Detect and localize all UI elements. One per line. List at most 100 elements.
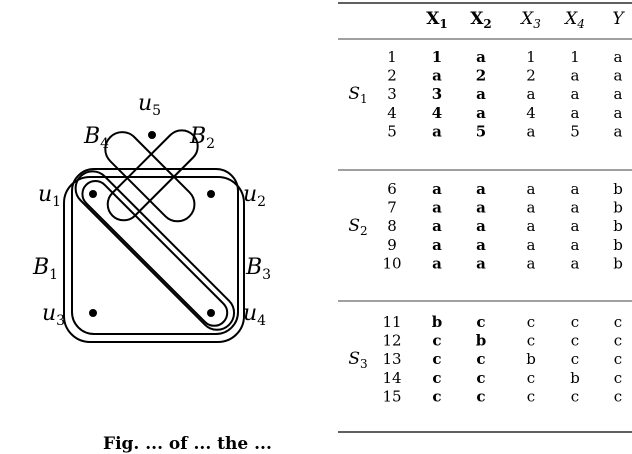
table-cell: c (614, 369, 622, 387)
group-label: S3 (348, 349, 367, 371)
table-cell: a (527, 122, 536, 140)
hyperedge-label-b2: B2 (189, 124, 215, 152)
table-cell: b (570, 369, 580, 387)
column-header-sub: 4 (576, 17, 585, 31)
vertex-dot-u3 (89, 309, 97, 317)
table-cell: a (527, 180, 536, 198)
hyperedge-diagonal-outer (74, 170, 236, 331)
table-cell: a (571, 104, 580, 122)
column-header: X1 (426, 9, 448, 31)
table-cell: c (432, 387, 441, 405)
hyperedge-b2-outline (104, 131, 196, 223)
table-cell: 2 (526, 67, 536, 85)
row-id: 3 (387, 85, 397, 103)
column-header-name: Y (612, 9, 625, 29)
table-cell: 4 (432, 104, 442, 122)
row-id: 2 (387, 67, 397, 85)
table-cell: c (432, 369, 441, 387)
column-header: Y (612, 9, 625, 29)
vertex-dot-u5 (148, 131, 156, 139)
group-label-name: S (348, 84, 360, 104)
group-label: S2 (348, 216, 367, 238)
hyperedge-label-b3: B3 (245, 255, 271, 283)
column-header-name: X (426, 9, 440, 29)
column-header-name: X (519, 9, 534, 29)
vertex-dot-u4 (207, 309, 215, 317)
table-cell: a (476, 180, 486, 198)
table-cell: c (527, 332, 535, 350)
table-cell: a (432, 254, 442, 272)
column-header-sub: 1 (439, 17, 447, 31)
vertex-dot-u1 (89, 190, 97, 198)
row-id: 9 (387, 236, 397, 254)
hyperedge-diagonal-inner (81, 180, 229, 327)
table-cell: c (571, 387, 579, 405)
table-cell: a (476, 254, 486, 272)
table-cell: a (476, 217, 486, 235)
table-cell: a (432, 217, 442, 235)
figure-caption: Fig. ... of ... the ... (103, 434, 272, 454)
table-cell: 1 (570, 48, 580, 66)
table-cell: c (476, 387, 485, 405)
table-cell: a (614, 67, 623, 85)
table-cell: a (527, 85, 536, 103)
column-header-sub: 3 (533, 17, 541, 31)
table-cell: c (527, 369, 535, 387)
row-id: 5 (387, 122, 397, 140)
table-cell: c (571, 350, 579, 368)
table-cell: a (571, 199, 580, 217)
row-id: 11 (382, 313, 401, 331)
table-cell: a (432, 67, 442, 85)
table-cell: 1 (432, 48, 442, 66)
vertex-label-u3: u3 (42, 301, 65, 329)
table-cell: a (527, 254, 536, 272)
row-id: 13 (382, 350, 401, 368)
table-cell: c (527, 313, 535, 331)
row-id: 8 (387, 217, 397, 235)
table-cell: a (476, 104, 486, 122)
table-cell: a (432, 199, 442, 217)
table-cell: c (571, 313, 579, 331)
group-label: S1 (348, 84, 367, 106)
table-cell: c (571, 332, 579, 350)
row-id: 6 (387, 180, 397, 198)
group-label-sub: 1 (360, 92, 368, 106)
hyperedge-label-b4: B4 (83, 124, 109, 152)
row-id: 1 (387, 48, 397, 66)
table-cell: a (476, 48, 486, 66)
table-cell: 2 (476, 67, 486, 85)
table-cell: 4 (526, 104, 536, 122)
table-cell: c (432, 332, 441, 350)
table-cell: a (527, 236, 536, 254)
group-label-name: S (348, 349, 360, 369)
hyperedge-b4-outline (106, 129, 199, 222)
table-cell: c (432, 350, 441, 368)
vertex-label-u2: u2 (243, 182, 266, 210)
table-cell: 5 (476, 122, 486, 140)
table-cell: c (614, 313, 622, 331)
column-header-sub: 2 (483, 17, 491, 31)
table-cell: a (614, 104, 623, 122)
table-cell: a (571, 254, 580, 272)
table-cell: b (613, 199, 623, 217)
row-id: 7 (387, 199, 397, 217)
table-cell: a (571, 217, 580, 235)
table-cell: a (432, 236, 442, 254)
column-header-name: X (563, 9, 578, 29)
table-cell: a (614, 48, 623, 66)
table-cell: 3 (432, 85, 442, 103)
table-cell: a (571, 85, 580, 103)
hyperedge-b1-outline (71, 168, 239, 335)
vertex-label-u5: u5 (138, 91, 161, 119)
table-cell: a (432, 122, 442, 140)
table-cell: a (614, 122, 623, 140)
row-id: 4 (387, 104, 397, 122)
vertex-label-u1: u1 (38, 182, 61, 210)
table-cell: b (613, 180, 623, 198)
vertex-label-u4: u4 (243, 301, 266, 329)
table-cell: b (613, 236, 623, 254)
column-header-name: X (470, 9, 484, 29)
table-cell: a (571, 180, 580, 198)
